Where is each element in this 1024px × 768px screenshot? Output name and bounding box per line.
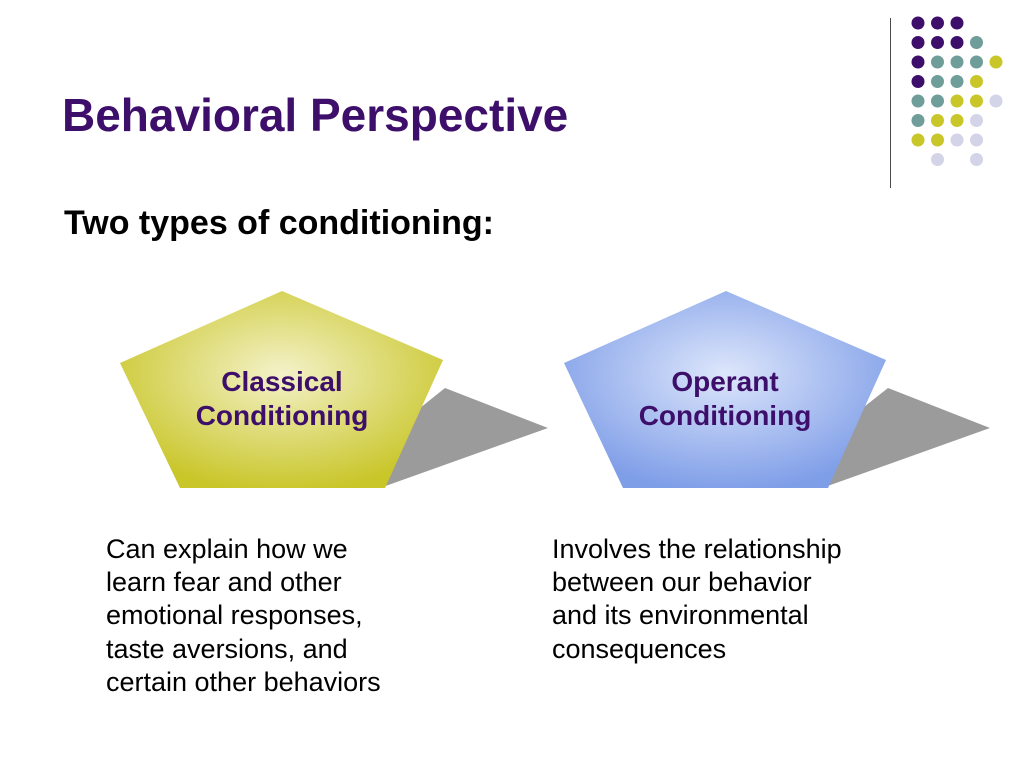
pentagon-operant: [564, 291, 886, 488]
decorative-dot: [911, 133, 925, 147]
operant-desc-line-3: and its environmental: [552, 600, 809, 631]
classical-conditioning-label: Classical Conditioning: [152, 365, 412, 432]
decorative-dot: [950, 94, 964, 108]
decorative-dot: [931, 133, 944, 147]
decorative-dot: [911, 114, 925, 127]
decorative-dot: [911, 94, 925, 108]
pentagon-classical: [120, 291, 443, 488]
decorative-dot: [950, 36, 964, 49]
decorative-dot: [970, 153, 983, 166]
classical-desc-line-5: certain other behaviors: [106, 666, 381, 697]
decorative-dot: [950, 16, 964, 30]
decorative-dot: [950, 114, 964, 127]
decorative-dot: [931, 114, 944, 127]
decorative-dot: [950, 133, 964, 147]
decorative-dot: [950, 55, 964, 69]
decorative-dot: [911, 36, 925, 49]
operant-conditioning-label: Operant Conditioning: [595, 365, 855, 432]
decorative-dot: [911, 16, 925, 30]
decorative-dot: [970, 55, 983, 69]
operant-desc-line-4: consequences: [552, 633, 727, 664]
operant-description: Involves the relationship between our be…: [552, 533, 842, 666]
decorative-dot: [950, 75, 964, 88]
decorative-dot: [970, 114, 983, 127]
decorative-dot: [970, 133, 983, 147]
slide-title: Behavioral Perspective: [62, 89, 569, 141]
classical-desc-line-4: taste aversions, and: [106, 633, 348, 664]
decorative-dot: [931, 36, 944, 49]
decorative-dot: [989, 94, 1003, 108]
decorative-dot: [931, 75, 944, 88]
classical-desc-line-1: Can explain how we: [106, 534, 348, 564]
decorative-dot: [970, 94, 983, 108]
classical-desc-line-3: emotional responses,: [106, 600, 363, 631]
operant-desc-line-1: Involves the relationship: [552, 534, 842, 564]
classical-label-line-2: Conditioning: [195, 399, 369, 431]
decorative-dot: [970, 75, 983, 88]
decorative-dot: [911, 55, 925, 69]
decorative-dot: [911, 75, 925, 88]
operant-label-line-2: Conditioning: [638, 399, 812, 431]
decorative-divider-line: [890, 18, 891, 188]
operant-desc-line-2: between our behavior: [552, 567, 812, 598]
decorative-dot: [931, 16, 944, 30]
shadow-right: [822, 388, 990, 488]
decorative-dot: [931, 153, 944, 166]
decorative-dot: [931, 94, 944, 108]
operant-label-line-1: Operant: [671, 366, 779, 397]
decorative-dot: [931, 55, 944, 69]
classical-label-line-1: Classical: [221, 366, 343, 397]
classical-description: Can explain how we learn fear and other …: [106, 533, 381, 699]
decorative-dot: [989, 55, 1003, 69]
classical-desc-line-2: learn fear and other: [106, 567, 342, 598]
slide-subtitle: Two types of conditioning:: [64, 204, 494, 242]
decorative-dot: [970, 36, 983, 49]
shadow-left: [380, 388, 548, 488]
